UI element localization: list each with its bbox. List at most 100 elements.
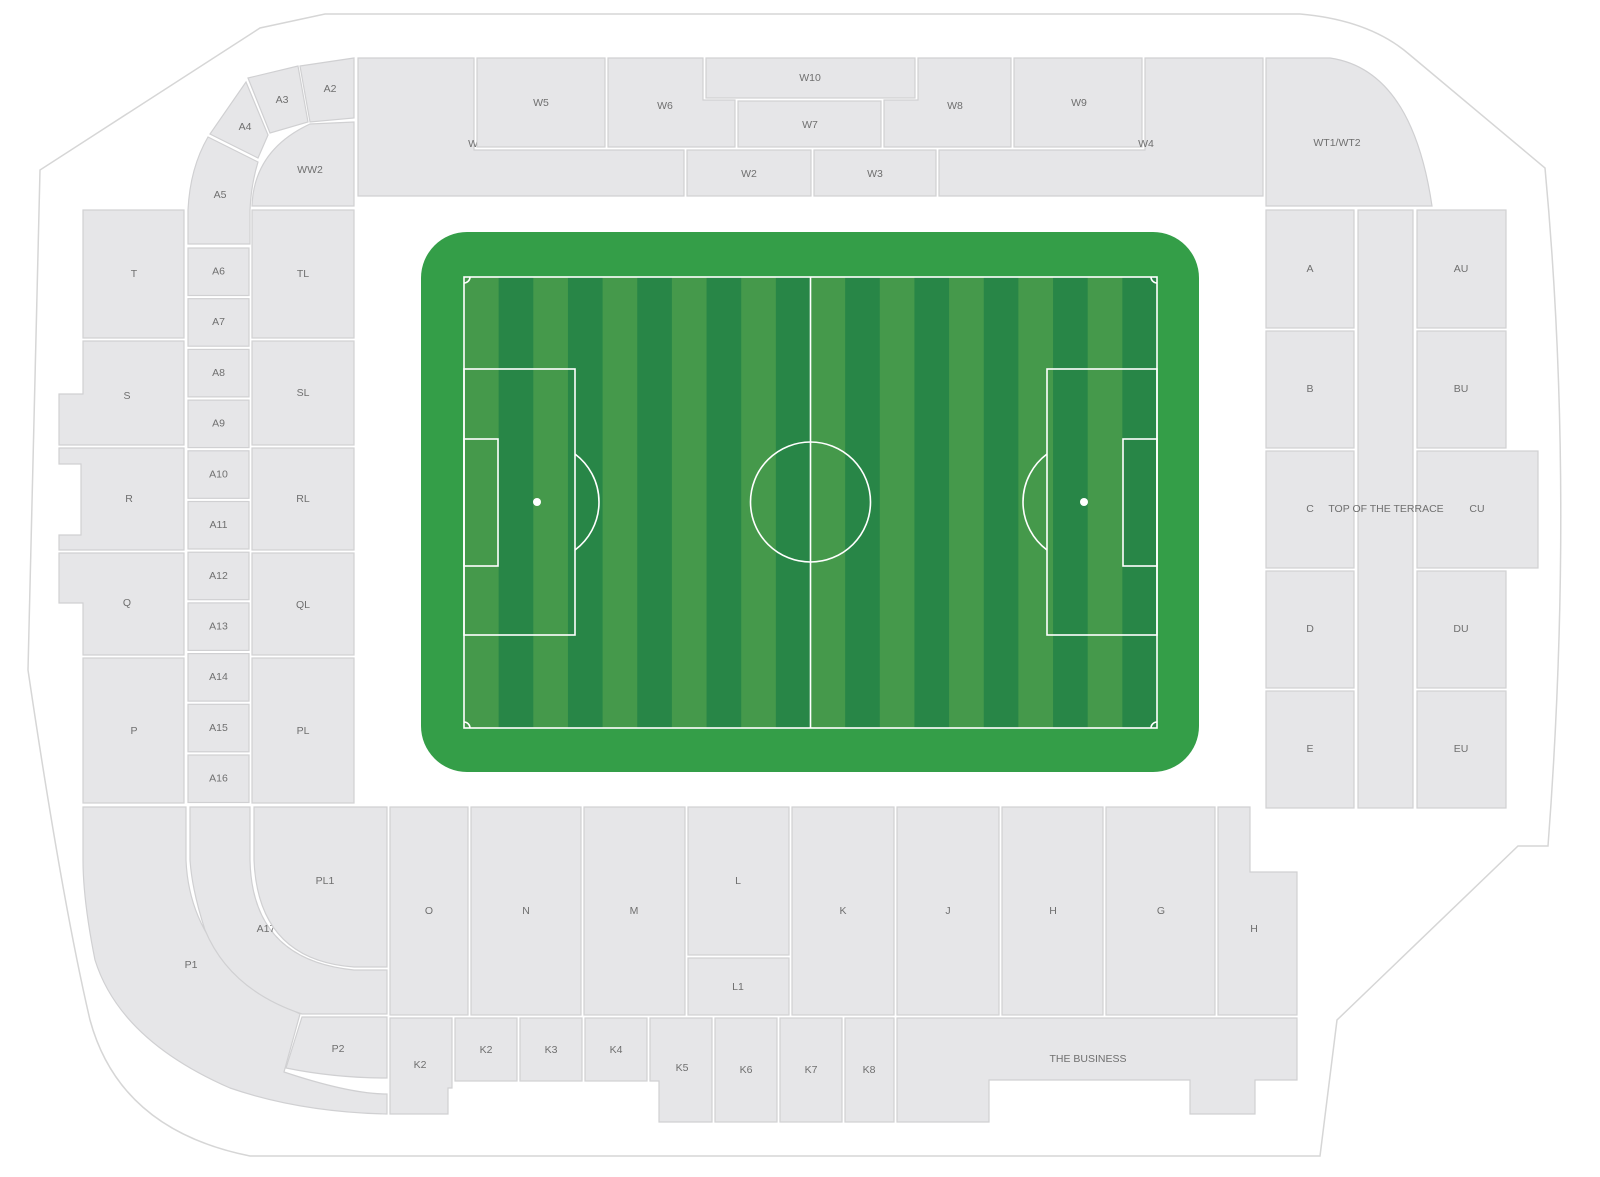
section-r[interactable] bbox=[58, 447, 185, 551]
section-w8[interactable] bbox=[883, 57, 1012, 148]
section-a5[interactable] bbox=[187, 136, 259, 245]
corner-arc-bl bbox=[463, 721, 471, 729]
pitch-stripe bbox=[671, 277, 708, 728]
section-eu[interactable] bbox=[1416, 690, 1507, 809]
section-c[interactable] bbox=[1265, 450, 1355, 569]
section-h[interactable] bbox=[1001, 806, 1104, 1016]
section-a16[interactable] bbox=[187, 754, 250, 804]
pitch-stripe bbox=[1087, 277, 1123, 728]
section-w2[interactable] bbox=[686, 149, 812, 197]
pitch-stripe bbox=[567, 277, 604, 728]
section-au[interactable] bbox=[1416, 209, 1507, 329]
section-k4[interactable] bbox=[584, 1017, 648, 1082]
right-penalty-spot bbox=[1080, 498, 1088, 506]
pitch-stripe bbox=[775, 277, 811, 728]
section-w7[interactable] bbox=[737, 100, 882, 148]
corner-arc-br bbox=[1150, 721, 1158, 729]
pitch-stripes bbox=[464, 277, 1158, 728]
section-ql[interactable] bbox=[251, 552, 355, 656]
pitch-stripe bbox=[498, 277, 534, 728]
section-w4[interactable] bbox=[938, 57, 1264, 197]
section-w5[interactable] bbox=[476, 57, 606, 148]
corner-arc-tl bbox=[463, 276, 471, 284]
section-pl1[interactable] bbox=[253, 806, 388, 968]
section-a7[interactable] bbox=[187, 298, 250, 347]
section-n[interactable] bbox=[470, 806, 582, 1016]
pitch-stripe bbox=[879, 277, 915, 728]
section-a3[interactable] bbox=[247, 65, 309, 134]
section-j[interactable] bbox=[896, 806, 1000, 1016]
section-a14[interactable] bbox=[187, 652, 250, 702]
section-t[interactable] bbox=[82, 209, 185, 339]
pitch-stripe bbox=[706, 277, 742, 728]
pitch-stripe bbox=[845, 277, 881, 728]
section-a10[interactable] bbox=[187, 450, 250, 499]
section-k3[interactable] bbox=[519, 1017, 583, 1082]
section-wt1-wt2[interactable] bbox=[1265, 57, 1433, 207]
section-d[interactable] bbox=[1265, 570, 1355, 689]
section-pl[interactable] bbox=[251, 657, 355, 804]
section-p[interactable] bbox=[82, 657, 185, 804]
section-q[interactable] bbox=[58, 552, 185, 656]
section-cu[interactable] bbox=[1416, 450, 1539, 569]
pitch-stripe bbox=[983, 277, 1019, 728]
centre-circle bbox=[749, 441, 872, 563]
section-a8[interactable] bbox=[187, 348, 250, 398]
section-a13[interactable] bbox=[187, 602, 250, 652]
section-w10[interactable] bbox=[705, 57, 916, 99]
section-k8[interactable] bbox=[844, 1017, 895, 1123]
section-the-business[interactable] bbox=[896, 1017, 1298, 1123]
section-e[interactable] bbox=[1265, 690, 1355, 809]
section-a12[interactable] bbox=[187, 551, 250, 601]
section-k5[interactable] bbox=[649, 1017, 713, 1123]
section-w3[interactable] bbox=[813, 149, 937, 197]
pitch-stripe bbox=[637, 277, 673, 728]
section-w6[interactable] bbox=[607, 57, 736, 148]
left-penalty-spot bbox=[533, 498, 541, 506]
section-w9[interactable] bbox=[1013, 57, 1143, 148]
section-g[interactable] bbox=[1105, 806, 1216, 1016]
section-ww2[interactable] bbox=[251, 121, 355, 207]
section-k2[interactable] bbox=[454, 1017, 518, 1082]
pitch-stripe bbox=[464, 277, 500, 728]
section-k7[interactable] bbox=[779, 1017, 843, 1123]
section-a6[interactable] bbox=[187, 247, 250, 297]
corner-arc-tr bbox=[1150, 276, 1158, 284]
section-a17[interactable] bbox=[189, 806, 388, 1015]
section-o[interactable] bbox=[389, 806, 469, 1016]
section-rl[interactable] bbox=[251, 447, 355, 551]
section-l1[interactable] bbox=[687, 957, 790, 1016]
section-top-of-the-terrace[interactable] bbox=[1357, 209, 1414, 809]
section-a[interactable] bbox=[1265, 209, 1355, 329]
right-penalty-arc bbox=[1022, 453, 1048, 551]
section-sl[interactable] bbox=[251, 340, 355, 446]
section-h-corner[interactable] bbox=[1217, 806, 1298, 1016]
right-goal-box bbox=[1122, 438, 1158, 567]
left-goal-box bbox=[463, 438, 499, 567]
section-du[interactable] bbox=[1416, 570, 1507, 689]
pitch-stripe bbox=[741, 277, 777, 728]
section-k6[interactable] bbox=[714, 1017, 778, 1123]
section-k[interactable] bbox=[791, 806, 895, 1016]
section-w1[interactable] bbox=[357, 57, 685, 197]
section-a4[interactable] bbox=[209, 80, 269, 159]
pitch-stripe bbox=[914, 277, 950, 728]
pitch-stripe bbox=[602, 277, 638, 728]
section-tl[interactable] bbox=[251, 209, 355, 339]
section-a2[interactable] bbox=[299, 57, 355, 123]
section-bu[interactable] bbox=[1416, 330, 1507, 449]
pitch-stripe bbox=[810, 277, 846, 728]
section-s[interactable] bbox=[58, 340, 185, 446]
section-a11[interactable] bbox=[187, 500, 250, 550]
section-k2-left[interactable] bbox=[389, 1017, 453, 1115]
section-a15[interactable] bbox=[187, 703, 250, 753]
pitch bbox=[421, 232, 1199, 772]
section-p2[interactable] bbox=[285, 1016, 388, 1079]
section-m[interactable] bbox=[583, 806, 686, 1016]
section-a9[interactable] bbox=[187, 399, 250, 449]
pitch-stripe bbox=[949, 277, 985, 728]
section-b[interactable] bbox=[1265, 330, 1355, 449]
section-l[interactable] bbox=[687, 806, 790, 956]
